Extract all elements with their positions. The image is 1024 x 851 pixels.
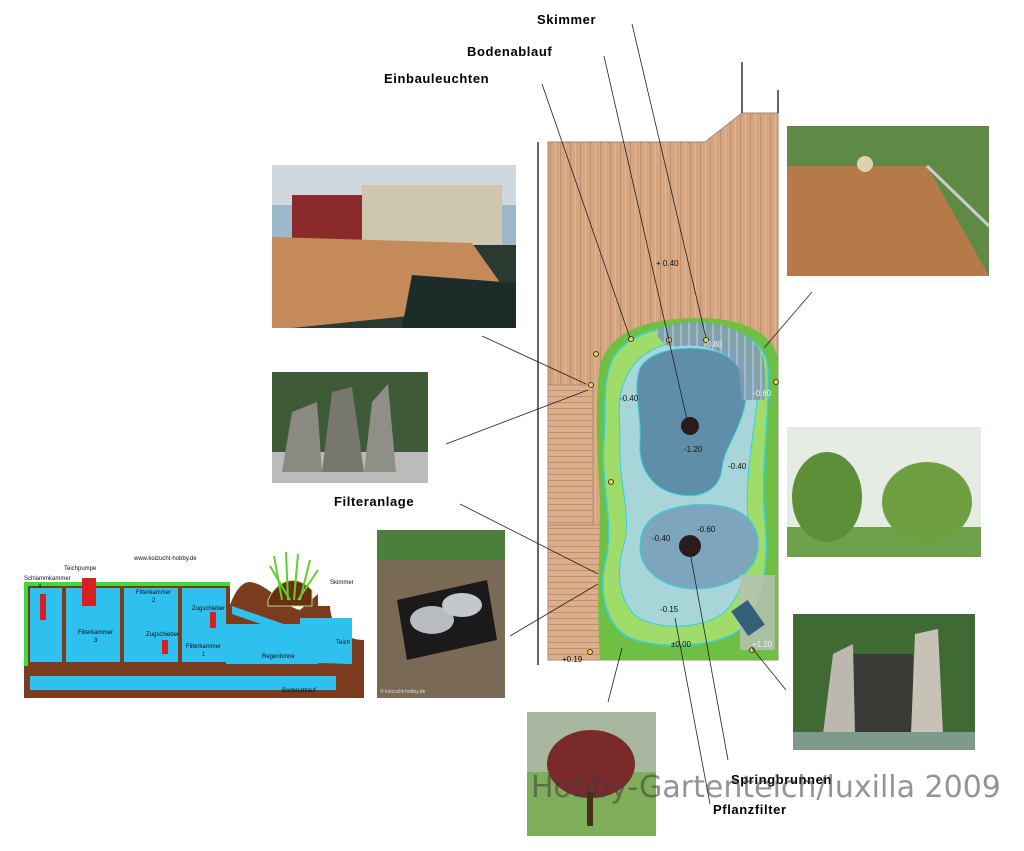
level-shallow: -0.15 xyxy=(660,605,679,614)
level-deep-center: -1.20 xyxy=(684,445,703,454)
leader-bodenablauf xyxy=(603,55,689,425)
fd-schlammkammer: Schlammkammer xyxy=(24,576,71,582)
divider-3 xyxy=(62,600,66,662)
fd-filterkammer-2: Filterkammer xyxy=(136,590,171,596)
leader-springbrunnen xyxy=(689,551,729,761)
photo-deck-railing xyxy=(787,126,989,276)
photo-deck-platform xyxy=(272,165,516,328)
fd-zugschieber-a: Zugschieber xyxy=(192,606,225,612)
earth xyxy=(24,582,364,698)
bottom-drain-lower xyxy=(679,535,701,557)
label-filteranlage: Filteranlage xyxy=(334,494,415,509)
level-deck-top: + 0.40 xyxy=(656,259,679,268)
leader-pflanzfilter xyxy=(674,617,711,805)
bottom-drain-deep xyxy=(681,417,699,435)
green-frame-left xyxy=(24,582,28,666)
green-frame-top xyxy=(24,582,230,586)
top-board-area xyxy=(655,322,764,366)
photo-waterfall xyxy=(793,614,975,750)
label-bodenablauf: Bodenablauf xyxy=(467,44,553,59)
skimmer-pipe xyxy=(232,606,318,644)
level-left-lower: -0.40 xyxy=(652,534,671,543)
leader-photo-waterfall xyxy=(751,647,787,691)
level-lower-basin: -0.60 xyxy=(697,525,716,534)
level-right-bottom: +1.20 xyxy=(752,640,773,649)
leader-photo-filter xyxy=(509,583,599,637)
level-left-upper: -0.40 xyxy=(620,394,639,403)
light-9 xyxy=(749,647,755,653)
leader-photo-railing xyxy=(763,291,813,349)
label-einbauleuchten: Einbauleuchten xyxy=(384,71,490,86)
leader-skimmer xyxy=(631,23,707,339)
bottom-pipe xyxy=(30,676,336,690)
reed-plants xyxy=(269,551,319,601)
fd-filterkammer-2-num: 2 xyxy=(152,598,156,604)
pump xyxy=(82,578,96,606)
photo-maple-tree xyxy=(527,712,656,836)
divider-1 xyxy=(120,600,124,662)
chamber-1 xyxy=(182,588,226,662)
fd-teich: Teich xyxy=(336,640,350,646)
label-pflanzfilter: Pflanzfilter xyxy=(713,802,787,817)
light-1 xyxy=(593,351,599,357)
valve-1 xyxy=(162,640,168,654)
light-7 xyxy=(608,479,614,485)
photo-bamboo xyxy=(787,427,981,557)
level-left-bottom: +0.19 xyxy=(562,655,583,664)
right-board-area xyxy=(738,362,766,400)
fd-regentonne: Regentonne xyxy=(262,654,295,660)
divider-2 xyxy=(178,600,182,662)
fd-filterkammer-1: Filterkammer xyxy=(186,644,221,650)
light-3 xyxy=(628,336,634,342)
fd-filterkammer-3: Filterkammer xyxy=(78,630,113,636)
leader-photo-maple xyxy=(607,647,623,703)
fd-website: www.koizucht-hobby.de xyxy=(133,556,197,562)
recessed-lights xyxy=(587,336,779,655)
filter-box xyxy=(731,599,765,637)
light-6 xyxy=(773,379,779,385)
level-top-right-a: -0.80 xyxy=(704,340,723,349)
level-top-right-b: -0.60 xyxy=(753,389,772,398)
photo-credit: © koizucht-hobby.de xyxy=(380,689,426,695)
leader-lines xyxy=(445,23,813,805)
chamber-2 xyxy=(124,588,178,662)
fd-filterkammer-1-num: 1 xyxy=(202,652,206,658)
fd-skimmer: Skimmer xyxy=(330,580,354,586)
leader-filteranlage xyxy=(459,503,599,575)
fd-zugschieber-b: Zugschieber xyxy=(146,632,179,638)
level-right-mid: -0.40 xyxy=(728,462,747,471)
light-2 xyxy=(588,382,594,388)
fd-bodenablauf: Bodenablauf xyxy=(282,688,316,694)
stepping-deck xyxy=(547,384,594,526)
photo-stone-rocks xyxy=(272,372,428,483)
label-springbrunnen: Springbrunnen xyxy=(731,772,832,787)
garden-plan: + 0.40 -0.80 -0.60 -0.40 -1.20 -0.40 -0.… xyxy=(537,62,779,665)
leader-einbauleuchten xyxy=(541,83,631,339)
watermark: Hobby-Gartenteich/luxilla 2009 xyxy=(531,770,1001,805)
light-8 xyxy=(587,649,593,655)
pump-2 xyxy=(40,594,46,620)
leader-photo-deck-left xyxy=(481,335,587,385)
photo-filter-install xyxy=(377,530,505,698)
fd-schlammkammer-num: 4 xyxy=(38,584,42,590)
stepping-deck-2 xyxy=(547,524,607,661)
level-ground: ±0.00 xyxy=(671,640,692,649)
valve-2 xyxy=(210,612,216,628)
fd-filterkammer-3-num: 3 xyxy=(94,638,98,644)
label-skimmer: Skimmer xyxy=(537,12,597,27)
filter-system-diagram: www.koizucht-hobby.de Teichpumpe Schlamm… xyxy=(24,551,364,698)
fd-teichpumpe: Teichpumpe xyxy=(64,566,97,572)
pond-water xyxy=(300,618,352,664)
leader-photo-rocks xyxy=(445,389,589,445)
